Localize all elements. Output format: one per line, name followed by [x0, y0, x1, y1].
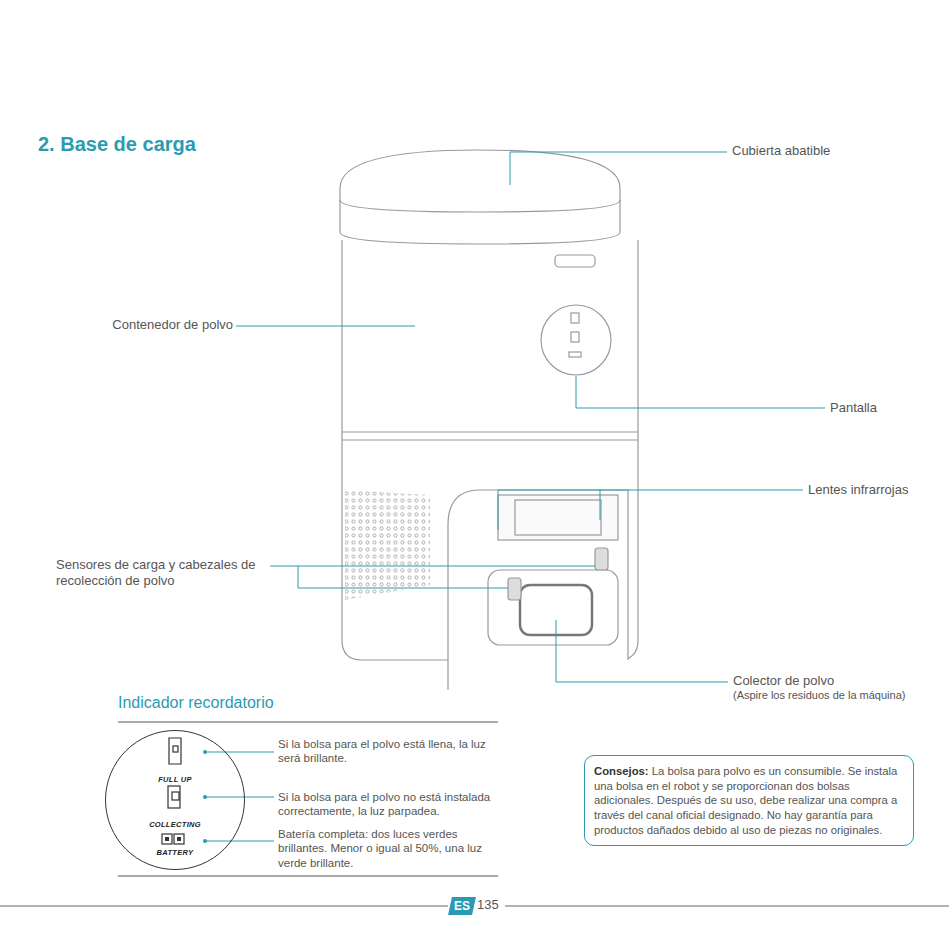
part-label: Pantalla [830, 400, 940, 416]
indicator-circle: FULL UP COLLECTING BATTERY [105, 730, 245, 870]
indicator-caption: BATTERY [106, 848, 244, 857]
section-heading: Indicador recordatorio [118, 693, 418, 713]
part-label: Lentes infrarrojas [808, 482, 946, 498]
tip-box: Consejos: La bolsa para polvo es un cons… [584, 755, 914, 846]
language-tag: ES [448, 897, 476, 915]
part-label: Cubierta abatible [732, 143, 892, 159]
indicator-note: Batería completa: dos luces verdes brill… [278, 827, 503, 870]
tip-heading: Consejos: [594, 765, 649, 777]
indicator-note: Si la bolsa para el polvo no está instal… [278, 790, 503, 819]
indicator-caption: COLLECTING [106, 820, 244, 829]
part-note: (Aspire los residuos de la máquina) [733, 689, 943, 703]
part-label: Sensores de carga y cabezales de recolec… [56, 557, 268, 590]
part-label: Colector de polvo [733, 673, 933, 689]
indicator-caption: FULL UP [106, 775, 244, 784]
part-label: Contenedor de polvo [60, 317, 233, 333]
tag-text: ES [454, 897, 470, 915]
indicator-note: Si la bolsa para el polvo está llena, la… [278, 737, 503, 766]
page-title: 2. Base de carga [38, 132, 196, 157]
page-number: 135 [477, 897, 507, 913]
